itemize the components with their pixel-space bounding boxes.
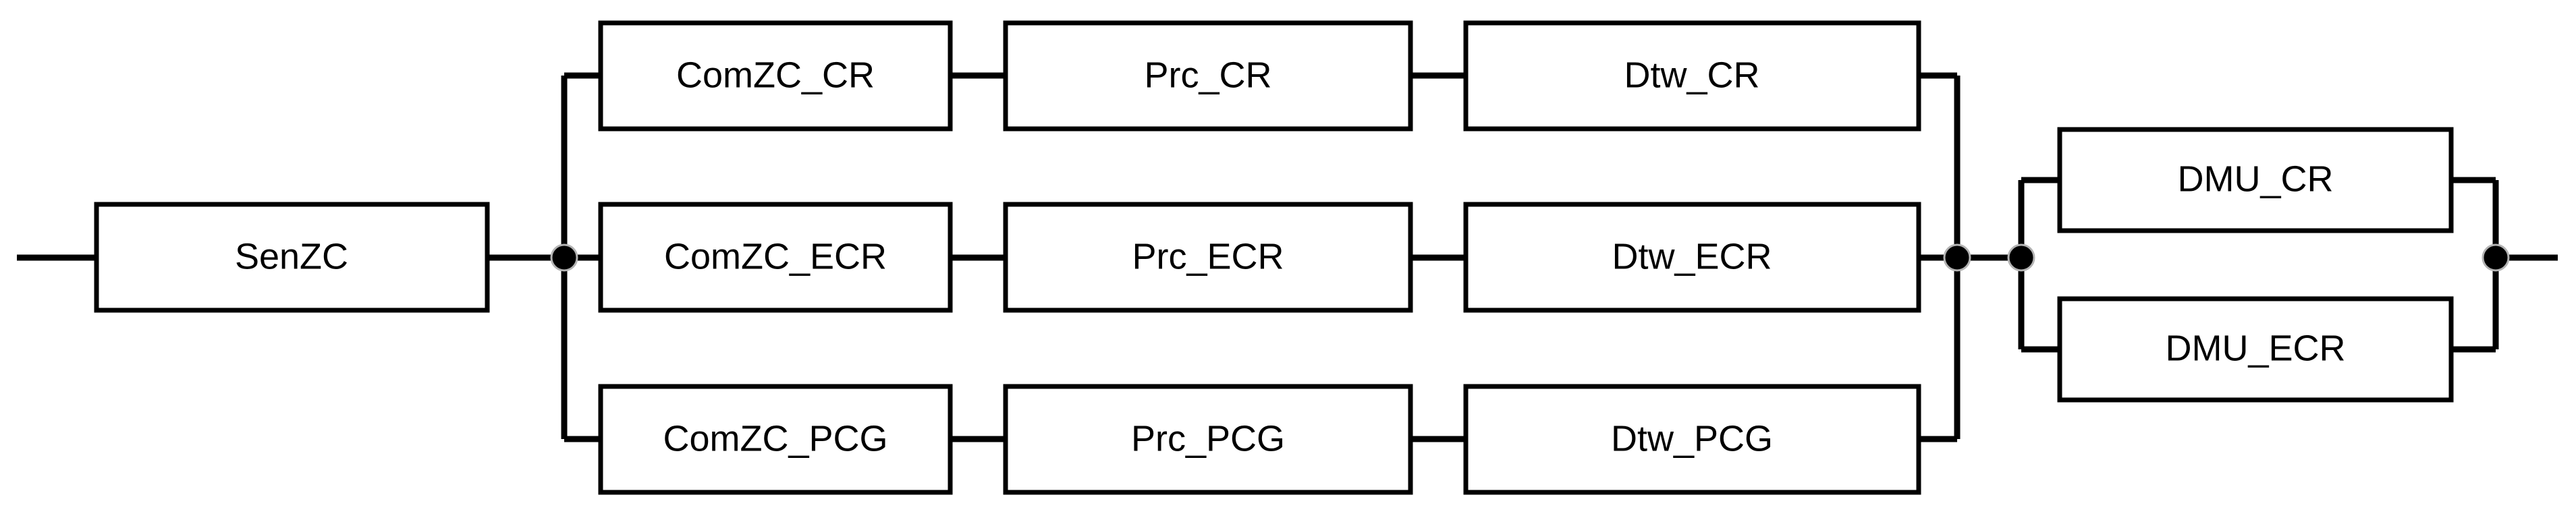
block-dtw-cr-label: Dtw_CR: [1624, 55, 1759, 95]
block-dmu-cr[interactable]: DMU_CR: [2057, 127, 2454, 233]
block-prc-ecr[interactable]: Prc_ECR: [1003, 202, 1413, 313]
block-prc-ecr-label: Prc_ECR: [1132, 236, 1284, 277]
block-dmu-cr-label: DMU_CR: [2177, 158, 2333, 199]
block-comzc-pcg[interactable]: ComZC_PCG: [598, 384, 953, 495]
block-prc-cr-rect[interactable]: [1003, 20, 1413, 132]
junction-layer: [550, 243, 2510, 272]
block-comzc-cr[interactable]: ComZC_CR: [598, 20, 953, 132]
block-prc-cr-label: Prc_CR: [1144, 55, 1271, 95]
block-prc-pcg-label: Prc_PCG: [1131, 418, 1285, 459]
block-prc-pcg-rect[interactable]: [1003, 384, 1413, 495]
block-dtw-ecr-label: Dtw_ECR: [1612, 236, 1772, 277]
block-senzc-label: SenZC: [235, 236, 348, 277]
block-comzc-pcg-label: ComZC_PCG: [663, 418, 887, 459]
block-comzc-ecr-label: ComZC_ECR: [664, 236, 887, 277]
block-dtw-ecr-rect[interactable]: [1463, 202, 1921, 313]
block-dmu-cr-rect[interactable]: [2057, 127, 2454, 233]
block-dtw-pcg-rect[interactable]: [1463, 384, 1921, 495]
block-dmu-ecr-rect[interactable]: [2057, 296, 2454, 403]
block-dtw-pcg[interactable]: Dtw_PCG: [1463, 384, 1921, 495]
block-comzc-pcg-rect[interactable]: [598, 384, 953, 495]
block-dtw-cr[interactable]: Dtw_CR: [1463, 20, 1921, 132]
block-prc-cr[interactable]: Prc_CR: [1003, 20, 1413, 132]
block-dtw-pcg-label: Dtw_PCG: [1611, 418, 1773, 459]
block-dmu-ecr[interactable]: DMU_ECR: [2057, 296, 2454, 403]
block-senzc[interactable]: SenZC: [94, 202, 490, 313]
block-comzc-ecr[interactable]: ComZC_ECR: [598, 202, 953, 313]
junction-dot-split-left: [550, 243, 578, 272]
junction-dot-merge-right: [1943, 243, 1971, 272]
block-prc-ecr-rect[interactable]: [1003, 202, 1413, 313]
block-dtw-cr-rect[interactable]: [1463, 20, 1921, 132]
junction-dot-dmu-split: [2007, 243, 2035, 272]
block-comzc-ecr-rect[interactable]: [598, 202, 953, 313]
block-comzc-cr-label: ComZC_CR: [676, 55, 875, 95]
block-prc-pcg[interactable]: Prc_PCG: [1003, 384, 1413, 495]
block-senzc-rect[interactable]: [94, 202, 490, 313]
block-comzc-cr-rect[interactable]: [598, 20, 953, 132]
block-dtw-ecr[interactable]: Dtw_ECR: [1463, 202, 1921, 313]
block-dmu-ecr-label: DMU_ECR: [2165, 328, 2345, 368]
junction-dot-dmu-merge: [2482, 243, 2510, 272]
